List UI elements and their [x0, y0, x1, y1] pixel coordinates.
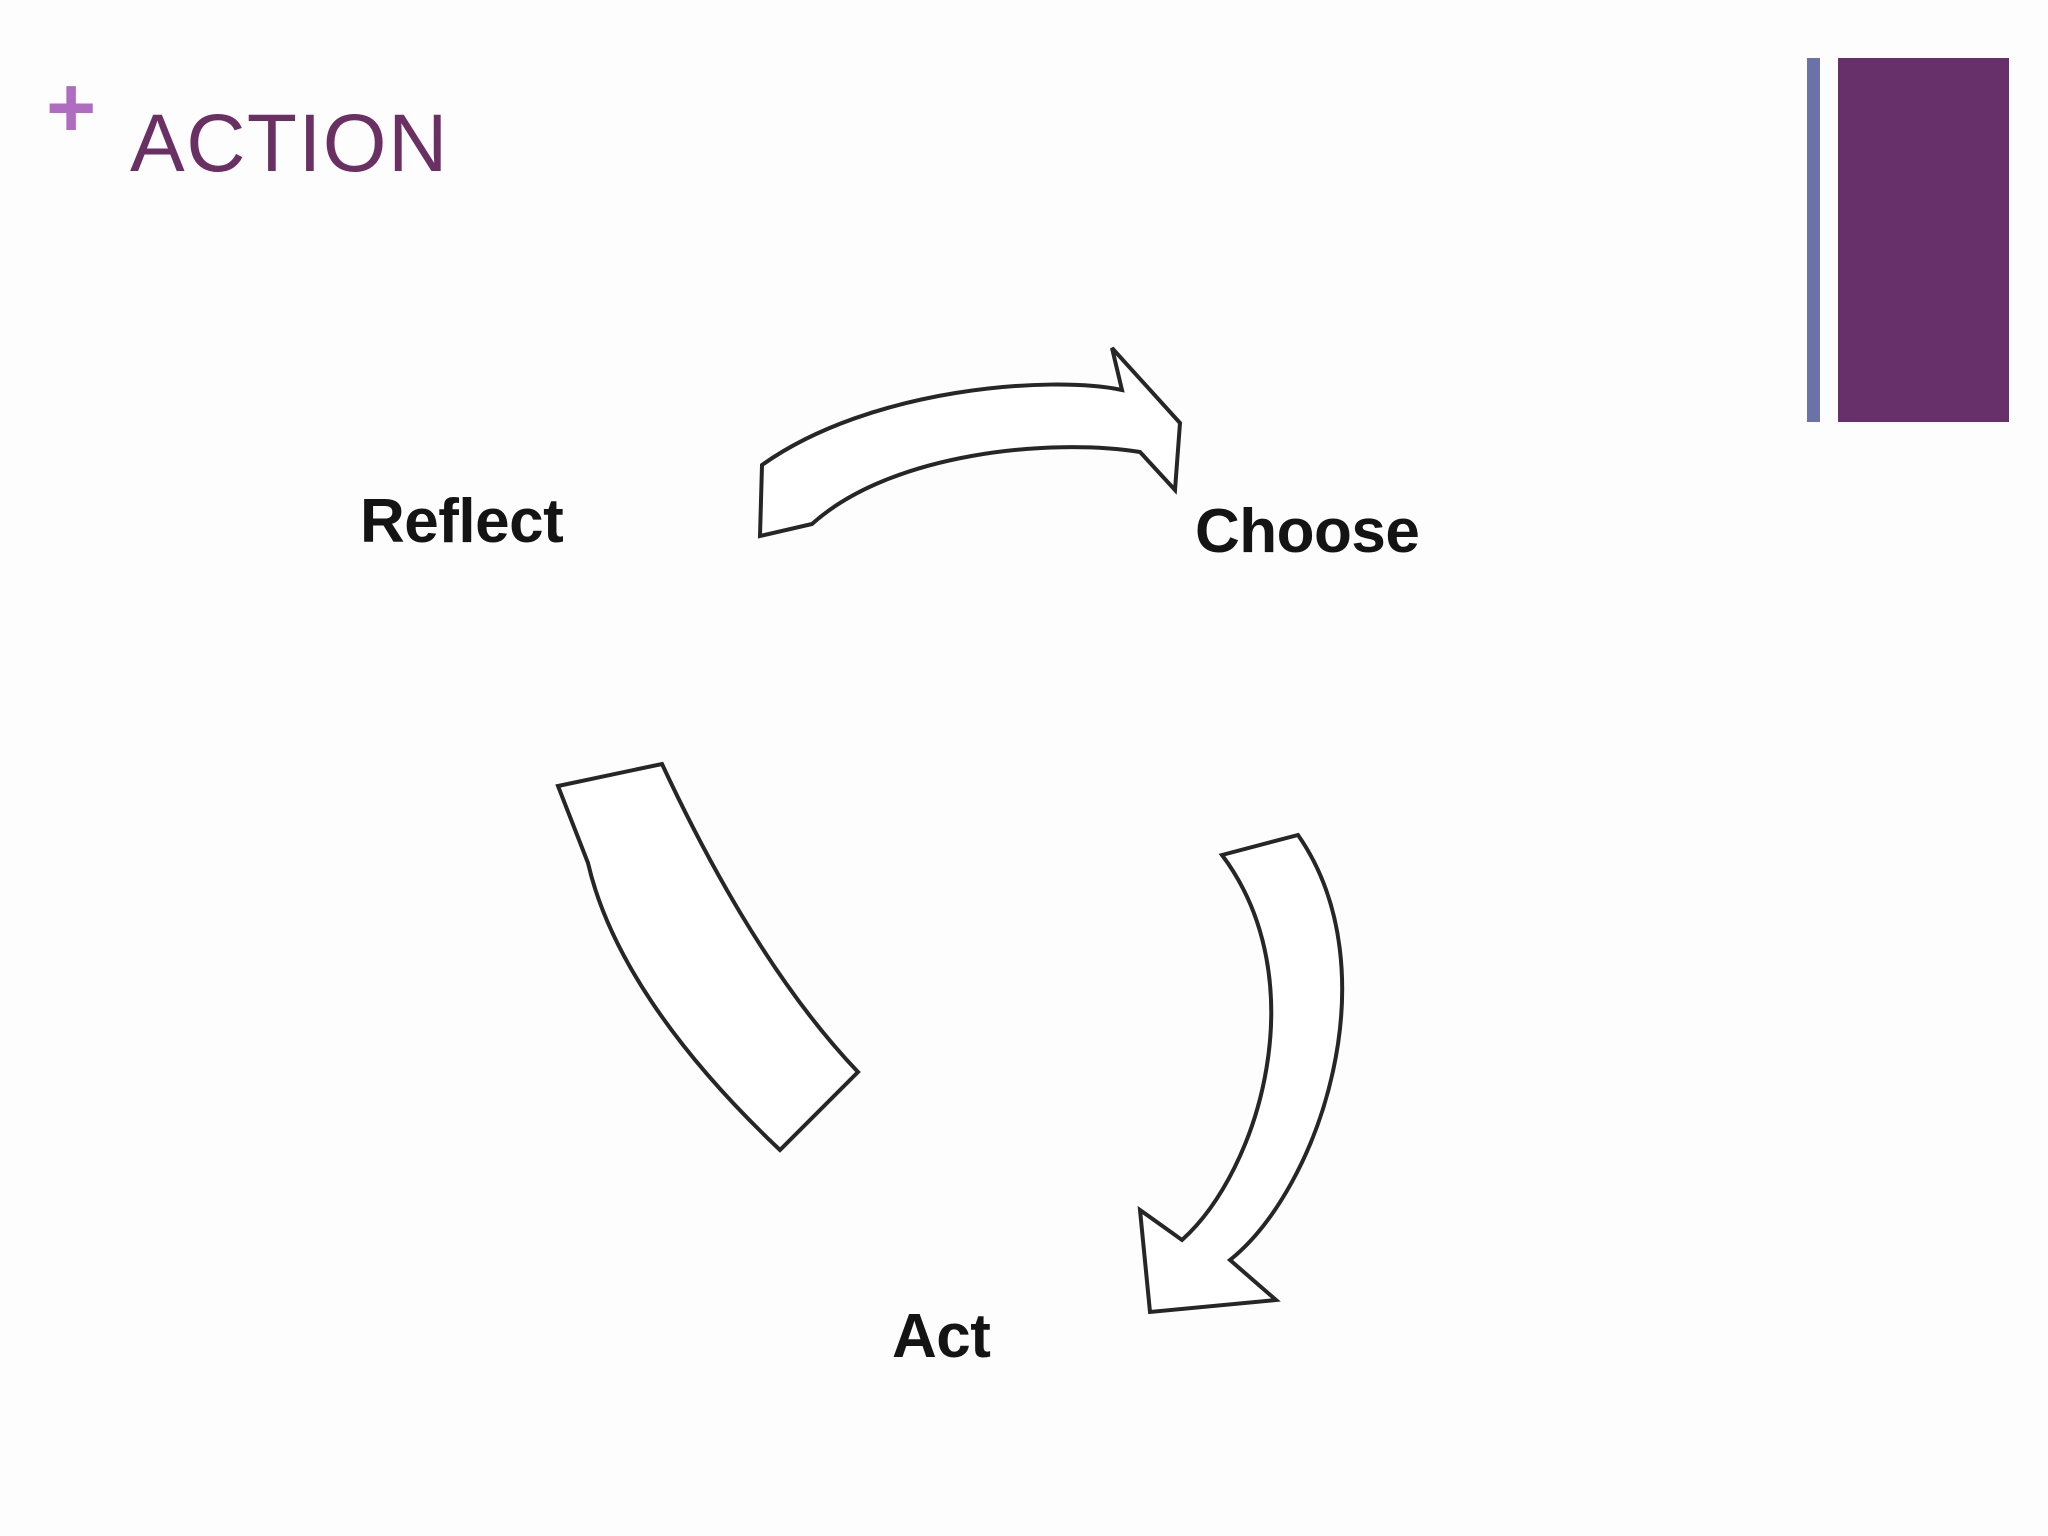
corner-decoration: [1800, 58, 2020, 426]
cycle-label-choose: Choose: [1195, 497, 1420, 566]
arrow-reflect-to-choose: [757, 346, 1183, 539]
decoration-wide-bar: [1838, 58, 2009, 422]
page-title: ACTION: [130, 98, 449, 189]
arrow-act-to-reflect: [555, 761, 861, 1153]
cycle-arrows-graphic: [555, 346, 1345, 1315]
cycle-label-reflect: Reflect: [360, 487, 564, 556]
cycle-label-act: Act: [892, 1302, 991, 1371]
arrow-choose-to-act: [1137, 832, 1345, 1315]
slide-title-block: + ACTION: [0, 0, 1700, 240]
plus-icon: +: [46, 60, 97, 156]
decoration-thin-bar: [1807, 58, 1820, 422]
cycle-diagram: Reflect Choose Act: [360, 330, 1510, 1415]
